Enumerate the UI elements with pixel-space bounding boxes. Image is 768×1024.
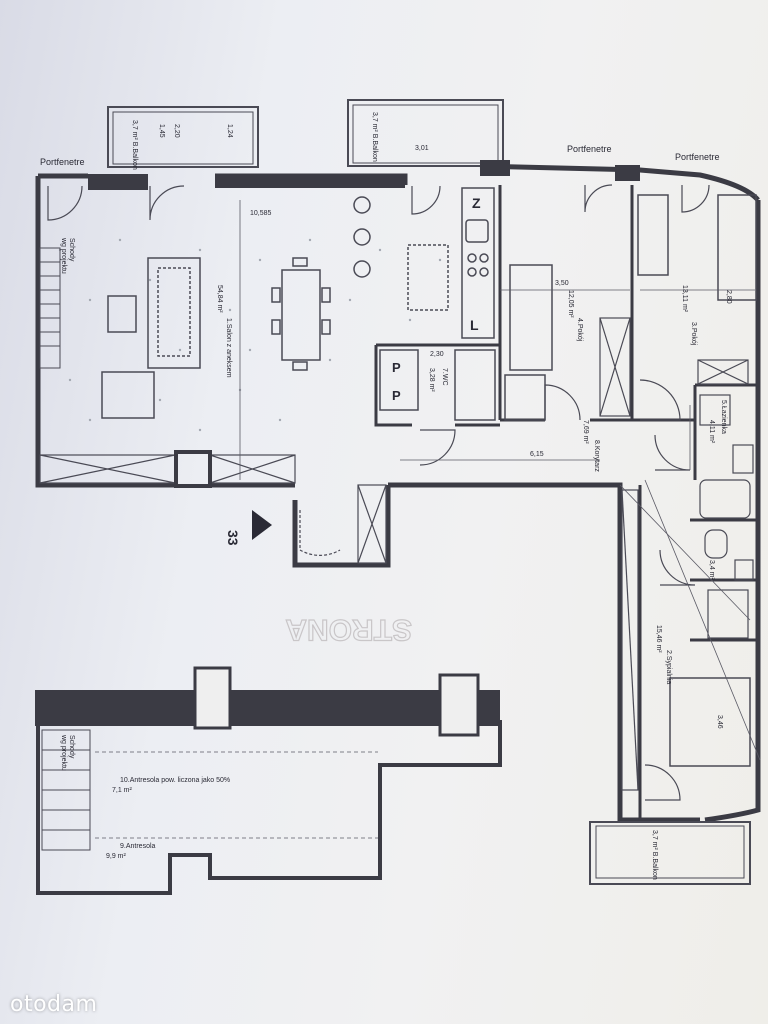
wg-projektu-label-bottom: wg projektu	[60, 734, 67, 771]
dim-a: 1,45	[158, 124, 165, 138]
stairs-top	[39, 247, 61, 369]
dining-table	[271, 257, 331, 371]
dim-g: 10,585	[250, 210, 272, 217]
dim-f: 2,30	[430, 351, 444, 358]
wc-name: 7.WC	[441, 368, 448, 386]
wall-block-top-2	[215, 174, 405, 188]
portfenetre-label-3: Portfenetre	[675, 152, 720, 162]
mezzanine-wall-top	[35, 690, 500, 726]
wall-block-top-1	[88, 174, 148, 190]
antresola1-area: 7,1 m²	[112, 787, 133, 794]
stair-number: 33	[225, 530, 241, 546]
balcony-bottom-label: 3,7 m² B.Balkon	[651, 830, 658, 880]
room1-area: 54,84 m²	[216, 285, 223, 313]
bathroom-area: 4,11 m²	[708, 420, 715, 444]
fridge-mark: Z	[472, 195, 481, 211]
room4-area: 12,05 m²	[567, 290, 574, 318]
dim-e: 3,50	[555, 280, 569, 287]
room4-name: 4.Pokój	[576, 318, 583, 342]
mezzanine-divider	[95, 751, 378, 839]
dishwasher-mark: L	[470, 317, 479, 333]
wc-area: 3,28 m²	[428, 368, 435, 392]
room3-name: 3.Pokój	[690, 322, 697, 346]
dimension-lines	[239, 200, 761, 761]
living-floor-hatch	[58, 238, 442, 432]
strona-stamp: STRONA	[285, 613, 412, 646]
portfenetre-label-2: Portfenetre	[567, 144, 612, 154]
bathroom2-area: 3,4 m²	[708, 560, 715, 581]
room2-name: 2.Sypialnia	[665, 650, 672, 684]
balcony-top1-label: 3,7 m² B.Balkon	[131, 120, 138, 170]
wg-projektu-label-top: wg projektu	[60, 237, 67, 274]
wall-block-top-4	[615, 165, 640, 181]
bar-stools	[353, 196, 449, 311]
corridor-area: 7,69 m²	[582, 420, 589, 444]
kitchen-counter	[461, 187, 495, 339]
room1-name: 1.Salon z aneksem	[225, 318, 232, 378]
room2-area: 15,46 m²	[655, 625, 662, 653]
antresola1-label: 10.Antresola pow. liczona jako 50%	[120, 777, 230, 784]
wc-block	[379, 194, 669, 421]
mezzanine-skylights	[193, 666, 480, 737]
dim-d: 3,01	[415, 145, 429, 152]
watermark-logo: otodam	[10, 992, 98, 1017]
dim-k: 3,46	[716, 715, 723, 729]
beds	[669, 194, 757, 767]
corridor-name: 8.Korytarz	[593, 440, 600, 472]
dim-h: 6,15	[530, 451, 544, 458]
portfenetre-label-1: Portfenetre	[40, 157, 85, 167]
schody-label-bottom: Schody	[68, 735, 75, 759]
balcony-top2-label: 3,7 m² B.Balkon	[371, 112, 378, 162]
dim-c: 1,24	[226, 124, 233, 138]
bathroom-name: 5.Łazienka	[720, 400, 727, 434]
dim-b: 2,20	[173, 124, 180, 138]
antresola2-label: 9.Antresola	[120, 843, 156, 850]
stair-arrow-icon	[252, 510, 272, 540]
antresola2-area: 9,9 m²	[106, 853, 127, 860]
interior-walls	[374, 185, 758, 820]
outer-walls	[35, 163, 761, 823]
room3-area: 13,11 m²	[681, 285, 688, 313]
balcony-top-middle	[347, 99, 504, 167]
p-mark-1: P	[392, 360, 401, 375]
balcony-top-left	[107, 106, 259, 168]
dim-j: 2,80	[725, 290, 732, 304]
wall-block-top-3	[480, 160, 510, 176]
column	[174, 450, 212, 488]
sofa	[101, 257, 201, 419]
bathroom-fixtures	[699, 394, 754, 639]
p-mark-2: P	[392, 388, 401, 403]
balcony-bottom	[589, 821, 751, 885]
schody-label-top: Schody	[68, 238, 75, 262]
mezzanine-walls	[36, 690, 502, 895]
mezzanine-stairs	[41, 729, 91, 851]
doors	[47, 184, 710, 801]
